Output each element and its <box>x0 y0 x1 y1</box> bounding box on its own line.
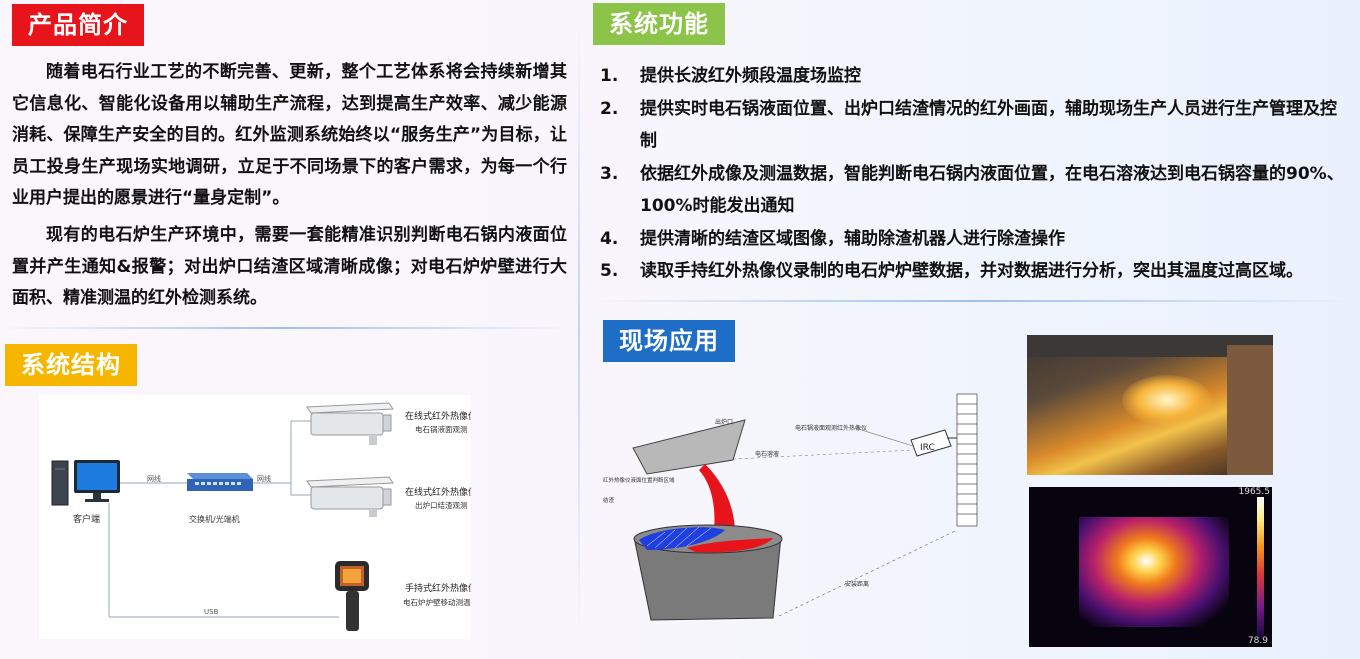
region-label: 红外热像仪液面位置判断区域 <box>603 476 675 484</box>
camera-3-title: 手持式红外热像仪 <box>405 582 471 594</box>
switch-icon <box>187 473 253 491</box>
photo-right-wall <box>1227 345 1273 475</box>
online-camera-2-icon <box>306 476 394 517</box>
photo-structure <box>1027 335 1273 357</box>
link-label-net-2: 网线 <box>257 474 271 483</box>
thermal-image: 1965.5 78.9 <box>1029 487 1272 647</box>
intro-divider <box>0 327 570 329</box>
functions-divider <box>590 300 1360 302</box>
handheld-camera-icon <box>335 561 369 631</box>
application-section-title: 现场应用 <box>603 320 735 362</box>
link-label-usb: USB <box>204 608 219 616</box>
client-pc-icon <box>51 460 120 506</box>
molten-stream <box>699 464 736 542</box>
structure-diagram: 网线 网线 USB 客户端 交换机/光端机 <box>39 395 477 639</box>
camera-3-subtitle: 电石炉炉壁移动测温 <box>403 597 471 607</box>
slag-label: 结渣 <box>603 496 615 504</box>
function-item: 1.提供长波红外频段温度场监控 <box>600 66 861 86</box>
client-label: 客户端 <box>73 513 100 525</box>
function-item: 5.读取手持红外热像仪录制的电石炉炉壁数据，并对数据进行分析，突出其温度过高区域… <box>600 261 1303 281</box>
photo-glow <box>1122 375 1212 425</box>
thermal-scale-min: 78.9 <box>1247 636 1268 646</box>
camera-mark: IRC <box>920 443 935 453</box>
thermal-scale-max: 1965.5 <box>1238 487 1271 497</box>
liquid-surface-red <box>687 538 773 553</box>
functions-list: 1.提供长波红外频段温度场监控 2.提供实时电石锅液面位置、出炉口结渣情况的红外… <box>600 60 1345 288</box>
function-item: 3.依据红外成像及测温数据，智能判断电石锅内液面位置，在电石溶液达到电石锅容量的… <box>600 163 1344 217</box>
distance-label: 安装距离 <box>845 580 869 588</box>
function-item: 2.提供实时电石锅液面位置、出炉口结渣情况的红外画面，辅助现场生产人员进行生产管… <box>600 98 1337 152</box>
online-camera-1-icon <box>306 402 394 445</box>
function-item: 4.提供清晰的结渣区域图像，辅助除渣机器人进行除渣操作 <box>600 228 1065 249</box>
network-links <box>108 420 339 618</box>
liquid-label: 电石溶液 <box>755 450 779 458</box>
camera-1-subtitle: 电石锅液面观测 <box>415 424 468 434</box>
furnace-wall-icon <box>956 393 978 527</box>
camera-1-title: 在线式红外热像仪 <box>405 410 471 422</box>
functions-section-title: 系统功能 <box>593 3 725 45</box>
liquid-surface <box>639 527 725 550</box>
structure-diagram-svg: 网线 网线 USB 客户端 交换机/光端机 <box>51 402 477 631</box>
camera-2-subtitle: 出炉口结渣观测 <box>415 500 468 510</box>
intro-paragraph-1: 随着电石行业工艺的不断完善、更新，整个工艺体系将会持续新增其它信息化、智能化设备… <box>12 62 567 208</box>
thermal-glow <box>1079 517 1229 627</box>
intro-section-title: 产品简介 <box>12 4 144 46</box>
site-diagram-svg: IRC 电石锅液面观测红外热像仪 出炉口 电石溶液 红外热像仪液面位置判断区域 … <box>603 393 978 621</box>
center-divider <box>578 20 580 640</box>
thermal-scale <box>1257 497 1264 637</box>
camera-label: 电石锅液面观测红外热像仪 <box>795 424 867 432</box>
site-photo <box>1027 335 1273 475</box>
link-label-net-1: 网线 <box>147 474 161 483</box>
ir-camera-icon: IRC <box>910 429 957 457</box>
structure-section-title: 系统结构 <box>5 344 137 386</box>
site-diagram: IRC 电石锅液面观测红外热像仪 出炉口 电石溶液 红外热像仪液面位置判断区域 … <box>595 390 985 650</box>
camera-2-title: 在线式红外热像仪 <box>405 486 471 498</box>
spout-shape <box>632 419 746 475</box>
switch-label: 交换机/光端机 <box>189 514 240 524</box>
spout-label: 出炉口 <box>715 418 733 426</box>
intro-paragraph-2: 现有的电石炉生产环境中，需要一套能精准识别判断电石锅内液面位置并产生通知&报警；… <box>12 225 567 308</box>
surface-hatch <box>646 526 712 549</box>
